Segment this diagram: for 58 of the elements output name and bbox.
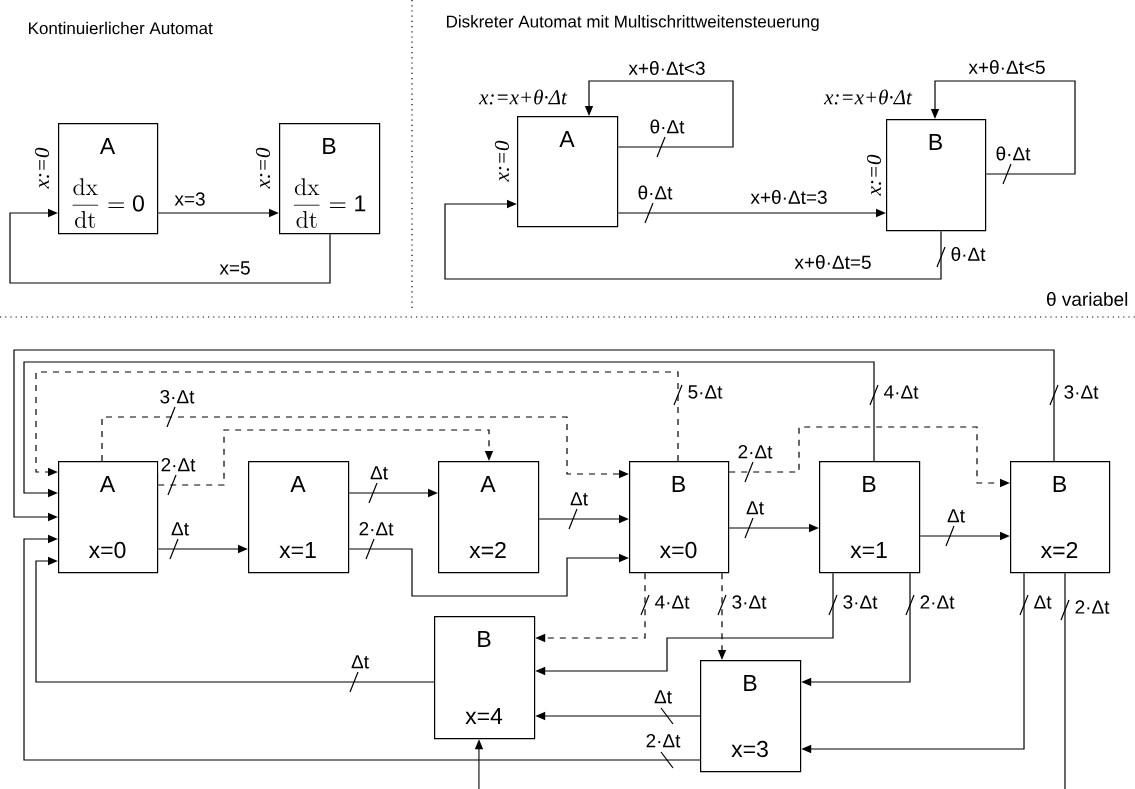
state-box: A $\frac{\mathrm{dx}}{\mathrm{dt}} = 0$: [58, 123, 159, 235]
edge-label: Δt: [568, 490, 590, 508]
state-box: B x=1: [819, 461, 921, 574]
arrow: [444, 199, 942, 280]
edge-label: x+θ·Δt<5: [966, 58, 1048, 76]
edge-label: x=3: [172, 190, 208, 208]
edge-label: Δt: [652, 688, 674, 706]
edge-label: x+θ·Δt=5: [792, 253, 874, 271]
section-heading: Kontinuierlicher Automat: [29, 21, 213, 35]
action-label: x:=0: [34, 147, 50, 189]
step-label: θ·Δt: [948, 245, 988, 263]
action-label: x:=x+θ·Δt: [823, 89, 913, 105]
connector-line: [1064, 572, 1066, 789]
edge-label: Δt: [744, 499, 766, 517]
action-label: x:=0: [255, 147, 271, 189]
step-label: θ·Δt: [647, 117, 687, 136]
edge-label: 2·Δt: [356, 520, 396, 538]
edge-label: 3·Δt: [157, 387, 197, 406]
edge-label: 3·Δt: [729, 593, 769, 611]
edge-label: x+θ·Δt=3: [748, 188, 830, 206]
arrow: [9, 208, 331, 284]
note-text: θ variabel: [1047, 292, 1128, 306]
state-box: B x=4: [434, 616, 536, 740]
edge-label: Δt: [368, 464, 390, 482]
edge-label: 2·Δt: [158, 456, 198, 474]
action-label: x:=0: [494, 140, 510, 182]
edge-label: x+θ·Δt<3: [626, 59, 708, 77]
edge-label: Δt: [945, 507, 967, 525]
edge-label: 2·Δt: [643, 732, 683, 750]
state-box: A x=1: [248, 461, 350, 574]
arrow: [35, 556, 435, 683]
arrow: [157, 429, 494, 486]
state-box: B x=0: [629, 461, 730, 574]
arrow: [23, 534, 701, 761]
action-label: x:=x+θ·Δt: [478, 89, 568, 105]
section-heading: Diskreter Automat mit Multischrittweitensteuerung: [447, 15, 819, 31]
state-box: A x=2: [438, 461, 540, 574]
edge-label: 3·Δt: [1061, 383, 1101, 401]
edge-label: x=5: [217, 259, 253, 277]
step-label: θ·Δt: [993, 144, 1033, 163]
edge-label: 5·Δt: [685, 383, 725, 401]
state-box: B x=2: [1010, 461, 1111, 574]
edge-label: Δt: [169, 520, 191, 538]
action-label: x:=0: [866, 154, 882, 196]
edge-label: 2·Δt: [1072, 598, 1112, 616]
edge-label: 2·Δt: [917, 593, 957, 611]
edge-label: 2·Δt: [735, 443, 775, 461]
edge-label: 4·Δt: [881, 383, 921, 401]
state-box: B $\frac{\mathrm{dx}}{\mathrm{dt}} = 1$: [279, 123, 381, 235]
edge-label: 4·Δt: [652, 593, 692, 611]
edge-label: 3·Δt: [840, 593, 880, 611]
edge-label: Δt: [349, 653, 371, 671]
state-box: B x=3: [700, 660, 802, 773]
state-box: A: [517, 116, 619, 228]
state-box: A x=0: [58, 461, 159, 574]
step-label: θ·Δt: [635, 183, 675, 202]
state-box: B: [886, 119, 987, 232]
edge-label: Δt: [1031, 593, 1054, 611]
